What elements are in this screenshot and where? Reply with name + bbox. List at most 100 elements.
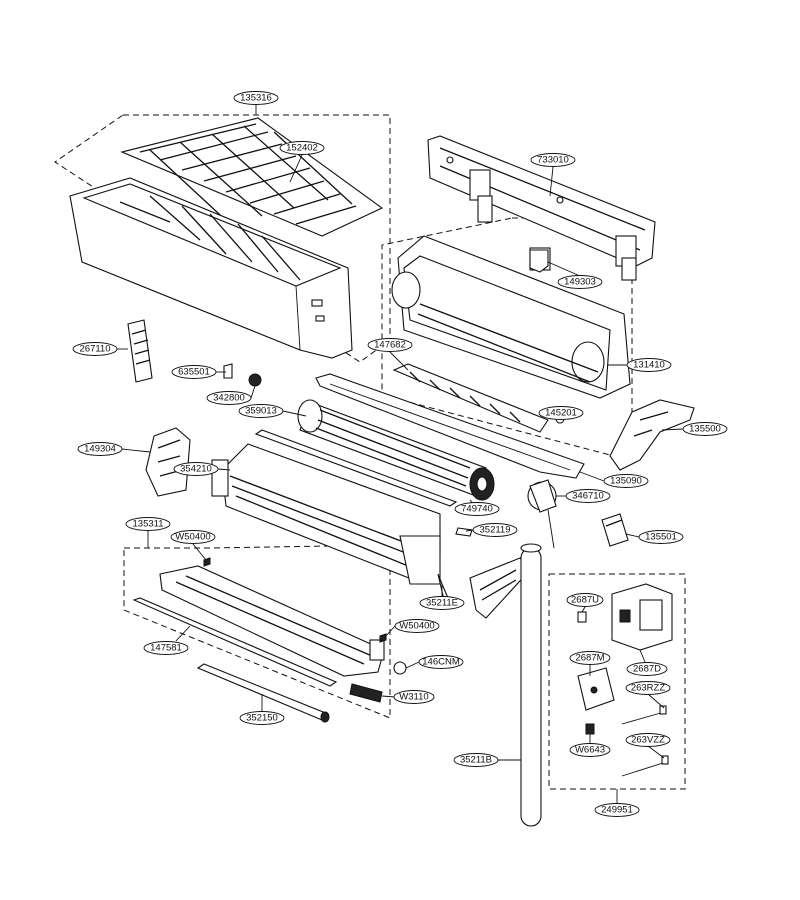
- sensor-263VZZ: [621, 755, 669, 777]
- part-number-152402: 152402: [286, 143, 318, 154]
- cross-flow-fan-359013: [297, 399, 495, 501]
- part-number-342800: 342800: [213, 393, 245, 404]
- callout-135501: 135501: [638, 530, 684, 544]
- part-number-359013: 359013: [245, 406, 277, 417]
- chassis-131410: [391, 235, 631, 399]
- part-W3110: [349, 683, 383, 703]
- part-number-2687M: 2687M: [575, 653, 604, 664]
- mounting-plate-733010: [427, 135, 656, 281]
- group-outline-front-panel: [54, 114, 391, 363]
- bracket-149303: [529, 249, 549, 273]
- part-number-W6643: W6643: [575, 745, 605, 756]
- fan-motor-346710: [527, 479, 557, 549]
- callout-346710: 346710: [565, 489, 611, 503]
- callout-352150: 352150: [239, 711, 285, 725]
- front-case-135316: [69, 177, 353, 359]
- callout-147682: 147682: [367, 338, 413, 352]
- part-342800: [248, 373, 262, 387]
- part-number-2687D: 2687D: [633, 664, 661, 675]
- part-number-733010: 733010: [537, 155, 569, 166]
- part-146CNM: [393, 661, 407, 675]
- cover-135501: [601, 513, 629, 547]
- pcb-2687D: [611, 583, 673, 651]
- part-number-249951: 249951: [601, 805, 633, 816]
- base-frame-135311: [159, 565, 385, 677]
- callout-135090: 135090: [603, 474, 649, 488]
- part-number-135501: 135501: [645, 532, 677, 543]
- part-number-2687U: 2687U: [571, 595, 599, 606]
- screw-W50400-b: [379, 633, 387, 643]
- front-grille-152402: [120, 117, 384, 237]
- part-number-352150: 352150: [246, 713, 278, 724]
- callout-263RZZ: 263RZZ: [625, 681, 671, 695]
- callout-635501: 635501: [171, 365, 217, 379]
- part-number-145201: 145201: [545, 408, 577, 419]
- part-number-146CNM: 146CNM: [422, 657, 460, 668]
- callout-131410: 131410: [626, 358, 672, 372]
- callout-733010: 733010: [530, 153, 576, 167]
- callout-359013: 359013: [238, 404, 284, 418]
- remote-control-267110: [127, 319, 153, 383]
- part-number-135311: 135311: [133, 519, 164, 530]
- part-number-131410: 131410: [633, 360, 665, 371]
- strip-147581: [132, 597, 338, 687]
- horizontal-vane-135090: [315, 373, 585, 479]
- part-number-W50400-a: W50400: [175, 532, 210, 543]
- callout-2687U: 2687U: [566, 593, 604, 607]
- callout-2687D: 2687D: [626, 662, 668, 676]
- callout-354210: 354210: [173, 462, 219, 476]
- part-2687U: [577, 611, 587, 623]
- callout-342800: 342800: [206, 391, 252, 405]
- strip-749740: [254, 429, 458, 507]
- callout-749740: 749740: [454, 502, 500, 516]
- part-number-149303: 149303: [564, 277, 596, 288]
- part-number-149304: 149304: [84, 444, 116, 455]
- part-352119: [455, 527, 473, 537]
- callout-35211E: 35211E: [419, 596, 465, 610]
- sensor-263RZZ: [621, 705, 667, 725]
- pipe-bracket: [469, 557, 531, 619]
- callout-W50400-b: W50400: [394, 619, 440, 633]
- callout-35211B: 35211B: [453, 753, 499, 767]
- part-number-352119: 352119: [480, 525, 511, 536]
- callout-W50400-a: W50400: [170, 530, 216, 544]
- callout-249951: 249951: [594, 803, 640, 817]
- part-number-147581: 147581: [150, 643, 182, 654]
- callout-146CNM: 146CNM: [418, 655, 464, 669]
- part-number-W3110: W3110: [399, 692, 428, 703]
- callout-135311: 135311: [125, 517, 171, 531]
- louver-147682: [392, 363, 549, 433]
- evaporator-354210: [211, 443, 441, 585]
- callout-135316: 135316: [233, 91, 279, 105]
- part-number-635501: 635501: [178, 367, 210, 378]
- callout-152402: 152402: [279, 141, 325, 155]
- group-outline-control-box: [548, 573, 686, 790]
- part-number-35211B: 35211B: [460, 755, 492, 766]
- leader-lines: [117, 104, 684, 803]
- part-number-147682: 147682: [374, 340, 406, 351]
- callout-352119: 352119: [472, 523, 518, 537]
- bracket-149304: [145, 427, 191, 497]
- pipe-352150: [196, 663, 330, 723]
- part-number-35211E: 35211E: [426, 598, 458, 609]
- side-cover-135500: [609, 399, 695, 471]
- callout-135500: 135500: [682, 422, 728, 436]
- drain-hose-35211B: [520, 543, 542, 827]
- part-number-346710: 346710: [572, 491, 604, 502]
- part-number-263RZZ: 263RZZ: [631, 683, 666, 694]
- callout-2687M: 2687M: [569, 651, 611, 665]
- holder-635501: [223, 363, 233, 379]
- part-number-135316: 135316: [240, 93, 272, 104]
- callout-W6643: W6643: [569, 743, 611, 757]
- callout-149303: 149303: [557, 275, 603, 289]
- pcb-2687M: [577, 667, 615, 711]
- part-W6643: [585, 723, 595, 735]
- part-number-263VZZ: 263VZZ: [631, 735, 665, 746]
- part-number-135500: 135500: [689, 424, 721, 435]
- callout-263VZZ: 263VZZ: [625, 733, 671, 747]
- callout-267110: 267110: [72, 342, 118, 356]
- part-number-267110: 267110: [80, 344, 111, 355]
- callout-145201: 145201: [538, 406, 584, 420]
